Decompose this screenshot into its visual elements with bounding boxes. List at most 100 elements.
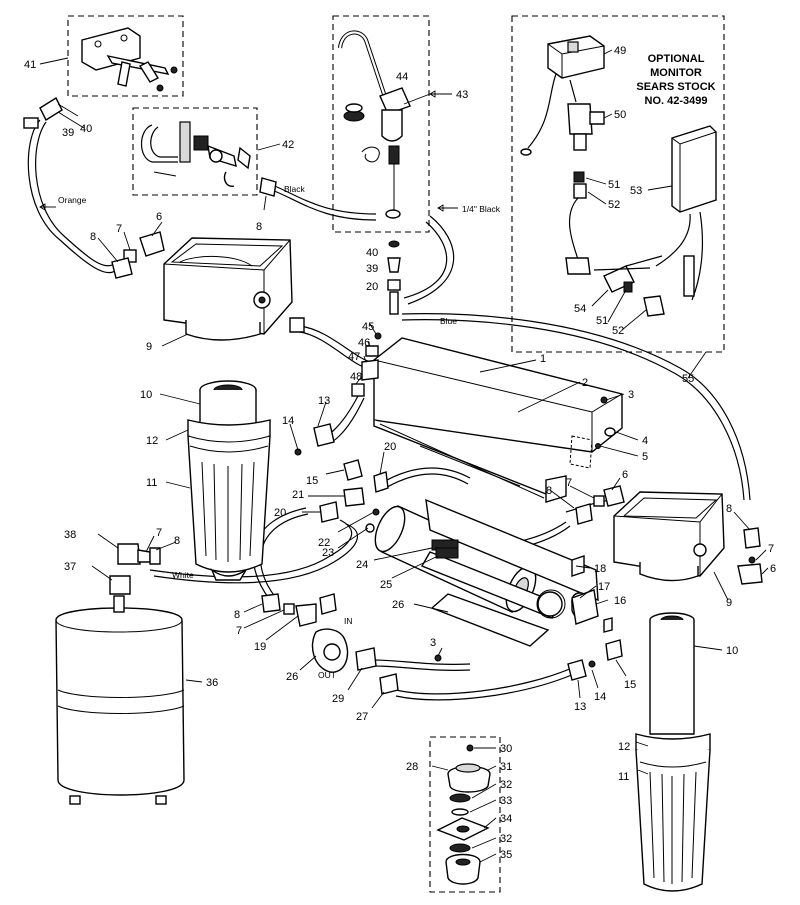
callout-20: 20 (366, 281, 378, 293)
callout-7b: 7 (156, 527, 162, 539)
callout-46: 46 (358, 337, 370, 349)
callout-6: 6 (156, 211, 162, 223)
callout-6c: 6 (770, 563, 776, 575)
callout-8c: 8 (174, 535, 180, 547)
callout-27: 27 (356, 711, 368, 723)
callout-50: 50 (614, 109, 626, 121)
callout-13b: 13 (574, 701, 586, 713)
callout-43: 43 (456, 89, 468, 101)
callout-21: 21 (292, 489, 304, 501)
mounting-bracket-41 (81, 27, 178, 92)
callout-39b: 39 (366, 263, 378, 275)
saddle-valve-42 (140, 121, 251, 187)
tube-label-black: Black (284, 184, 306, 194)
callout-7: 7 (116, 223, 122, 235)
callout-numbers: 1 2 3 3 4 5 6 6 6 7 7 7 7 7 8 8 8 8 8 8 … (24, 45, 776, 861)
callout-39: 39 (62, 127, 74, 139)
callout-26b: 26 (286, 671, 298, 683)
callout-10: 10 (140, 389, 152, 401)
membrane-housing (374, 498, 613, 647)
callout-14: 14 (282, 415, 294, 427)
callout-7c: 7 (236, 625, 242, 637)
optional-line-4: NO. 42-3499 (645, 95, 708, 107)
callout-12: 12 (146, 435, 158, 447)
callout-23: 23 (322, 547, 334, 559)
optional-monitor-label: OPTIONAL MONITOR SEARS STOCK NO. 42-3499 (636, 53, 715, 107)
tube-label-orange: Orange (58, 195, 87, 205)
callout-52: 52 (608, 199, 620, 211)
callout-24: 24 (356, 559, 368, 571)
callout-12b: 12 (618, 741, 630, 753)
callout-40b: 40 (366, 247, 378, 259)
callout-38: 38 (64, 529, 76, 541)
callout-33: 33 (500, 795, 512, 807)
filter-housing-right (635, 612, 711, 892)
callout-14b: 14 (594, 691, 606, 703)
callout-16: 16 (614, 595, 626, 607)
callout-8d: 8 (234, 609, 240, 621)
callout-31: 31 (500, 761, 512, 773)
small-fittings (23, 96, 763, 695)
callout-45: 45 (362, 321, 374, 333)
callout-8f: 8 (726, 503, 732, 515)
tube-label-quarter-black: 1/4" Black (462, 204, 501, 214)
callout-8b: 8 (256, 221, 262, 233)
callout-13: 13 (318, 395, 330, 407)
callout-1: 1 (540, 353, 546, 365)
callout-6b: 6 (622, 469, 628, 481)
callout-20c: 20 (274, 507, 286, 519)
callout-3b: 3 (430, 637, 436, 649)
callout-30: 30 (500, 743, 512, 755)
callout-20b: 20 (384, 441, 396, 453)
callout-7d: 7 (566, 477, 572, 489)
tube-label-blue: Blue (440, 316, 457, 326)
callout-15b: 15 (624, 679, 636, 691)
callout-52b: 52 (612, 325, 624, 337)
box-55-optional-monitor (511, 15, 725, 353)
callout-48: 48 (350, 371, 362, 383)
callout-42: 42 (282, 139, 294, 151)
tank-fittings-37-38 (109, 543, 161, 595)
callout-37: 37 (64, 561, 76, 573)
callout-32: 32 (500, 779, 512, 791)
callout-49: 49 (614, 45, 626, 57)
callout-53: 53 (630, 185, 642, 197)
callout-36: 36 (206, 677, 218, 689)
box-42-valve-assembly (132, 107, 258, 196)
faucet-43 (337, 30, 411, 219)
callout-47: 47 (348, 351, 360, 363)
callout-44: 44 (396, 71, 408, 83)
callout-2: 2 (582, 377, 588, 389)
box-41-mounting-bracket (67, 15, 184, 97)
callout-25: 25 (380, 579, 392, 591)
callout-11b: 11 (618, 771, 629, 783)
callout-34: 34 (500, 813, 512, 825)
monitor-parts-55 (520, 35, 717, 317)
callout-3: 3 (628, 389, 634, 401)
filter-housing-left (187, 380, 271, 581)
callout-29: 29 (332, 693, 344, 705)
callout-22: 22 (318, 537, 330, 549)
optional-line-2: MONITOR (650, 67, 702, 79)
leader-lines (39, 49, 769, 863)
tube-label-white: White (172, 570, 194, 580)
callout-5: 5 (642, 451, 648, 463)
callout-51b: 51 (596, 315, 608, 327)
optional-line-3: SEARS STOCK (636, 81, 715, 93)
callout-32b: 32 (500, 833, 512, 845)
callout-7e: 7 (768, 543, 774, 555)
tubing (27, 119, 751, 701)
callout-28: 28 (406, 761, 418, 773)
filter-head-9-right (613, 491, 725, 582)
callout-19: 19 (254, 641, 266, 653)
callout-4: 4 (642, 435, 648, 447)
callout-35: 35 (500, 849, 512, 861)
callout-17: 17 (598, 581, 610, 593)
callout-8: 8 (90, 231, 96, 243)
callout-11: 11 (146, 477, 157, 489)
box-28-valve-parts (429, 736, 501, 893)
callout-26: 26 (392, 599, 404, 611)
callout-40: 40 (80, 123, 92, 135)
optional-line-1: OPTIONAL (648, 53, 705, 65)
storage-tank-36 (55, 595, 185, 805)
